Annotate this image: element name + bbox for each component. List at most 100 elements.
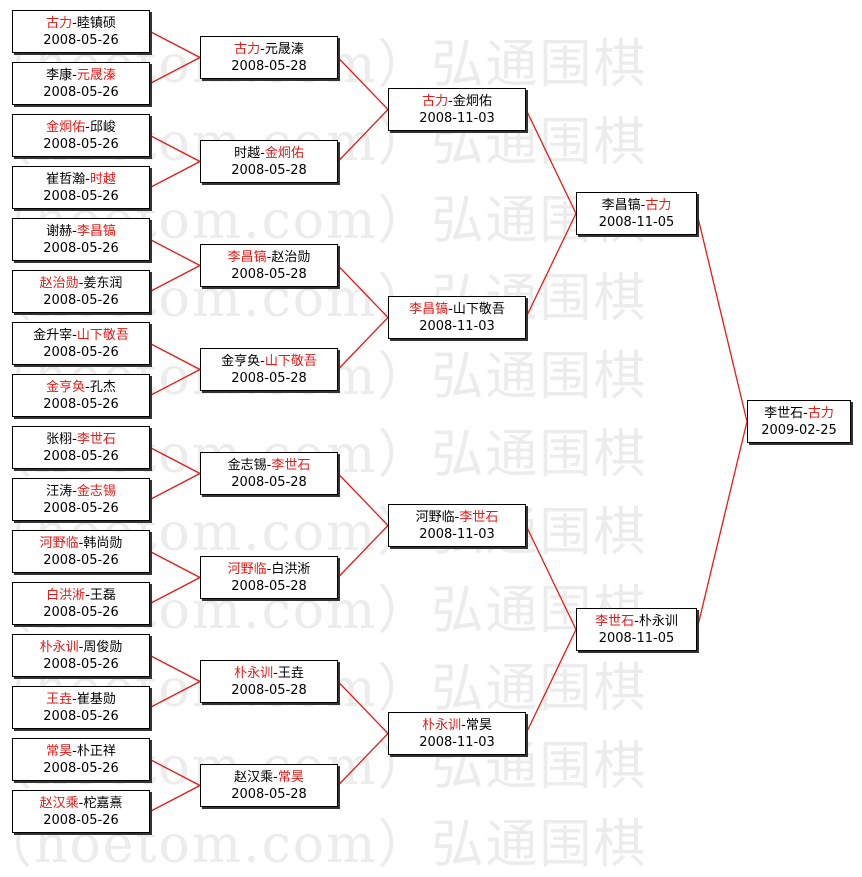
match-date: 2008-05-26 — [43, 137, 119, 152]
player-1-name: 古力 — [234, 42, 261, 57]
player-1-name: 李世石 — [595, 614, 635, 629]
match-players: 常昊-朴正祥 — [13, 743, 149, 760]
player-2-name: 姜东润 — [83, 276, 123, 291]
player-2-name: 常昊 — [277, 770, 304, 785]
versus-dash: - — [640, 198, 646, 213]
connector-line — [149, 368, 201, 397]
connector-line — [337, 57, 389, 110]
match-players: 汪涛-金志锡 — [13, 483, 149, 500]
match-players: 李昌镐-山下敬吾 — [389, 301, 525, 318]
versus-dash: - — [72, 328, 77, 343]
match-date: 2008-11-03 — [419, 319, 495, 334]
match-players: 金亨奂-孔杰 — [13, 379, 149, 396]
player-2-name: 睦镇硕 — [76, 16, 116, 31]
player-1-name: 金炯佑 — [46, 120, 86, 135]
player-2-name: 柁嘉熹 — [83, 796, 123, 811]
versus-dash: - — [260, 354, 265, 369]
player-2-name: 古力 — [807, 406, 834, 421]
match-players: 赵汉乘-柁嘉熹 — [13, 795, 149, 812]
match-players: 金升宰-山下敬吾 — [13, 327, 149, 344]
versus-dash: - — [78, 640, 84, 655]
connector-line — [525, 109, 577, 214]
versus-dash: - — [454, 510, 460, 525]
player-2-name: 金炯佑 — [264, 146, 304, 161]
versus-dash: - — [72, 224, 77, 239]
player-1-name: 李康 — [46, 68, 73, 83]
match-date: 2008-05-26 — [43, 397, 119, 412]
player-1-name: 赵汉乘 — [39, 796, 79, 811]
player-2-name: 朴正祥 — [76, 744, 116, 759]
connector-line — [149, 472, 201, 501]
connector-line — [149, 654, 201, 683]
match-players: 白洪淅-王磊 — [13, 587, 149, 604]
match-players: 河野临-韩尚勋 — [13, 535, 149, 552]
match-date: 2008-05-26 — [43, 761, 119, 776]
player-2-name: 周俊勋 — [83, 640, 123, 655]
player-2-name: 白洪淅 — [271, 562, 311, 577]
match-players: 金志锡-李世石 — [201, 457, 337, 474]
player-1-name: 李昌镐 — [601, 198, 641, 213]
match-players: 时越-金炯佑 — [201, 145, 337, 162]
versus-dash: - — [78, 276, 84, 291]
player-1-name: 朴永训 — [234, 666, 274, 681]
match-players: 崔哲瀚-时越 — [13, 171, 149, 188]
player-2-name: 李昌镐 — [76, 224, 116, 239]
player-1-name: 朴永训 — [39, 640, 79, 655]
match-players: 李康-元晟溱 — [13, 67, 149, 84]
match-date: 2008-11-03 — [419, 527, 495, 542]
versus-dash: - — [85, 120, 90, 135]
player-2-name: 元晟溱 — [76, 68, 116, 83]
connector-line — [149, 238, 201, 267]
player-1-name: 朴永训 — [422, 718, 462, 733]
versus-dash: - — [266, 250, 272, 265]
versus-dash: - — [85, 380, 90, 395]
player-2-name: 邱峻 — [89, 120, 116, 135]
connector-line — [696, 213, 748, 422]
connector-line — [337, 473, 389, 526]
player-1-name: 常昊 — [46, 744, 73, 759]
player-2-name: 崔基勋 — [76, 692, 116, 707]
versus-dash: - — [78, 536, 84, 551]
connector-line — [337, 733, 389, 786]
match-players: 古力-金炯佑 — [389, 93, 525, 110]
player-2-name: 王磊 — [89, 588, 116, 603]
match-date: 2008-11-03 — [419, 111, 495, 126]
match-date: 2008-05-26 — [43, 501, 119, 516]
match-date: 2009-02-25 — [761, 423, 837, 438]
player-2-name: 元晟溱 — [264, 42, 304, 57]
versus-dash: - — [72, 744, 77, 759]
versus-dash: - — [85, 172, 90, 187]
player-1-name: 崔哲瀚 — [46, 172, 86, 187]
player-1-name: 汪涛 — [46, 484, 73, 499]
match-players: 赵治勋-姜东润 — [13, 275, 149, 292]
player-1-name: 时越 — [234, 146, 261, 161]
connector-line — [149, 446, 201, 475]
player-1-name: 金志锡 — [227, 458, 267, 473]
connector-line — [525, 213, 577, 318]
player-2-name: 朴永训 — [638, 614, 678, 629]
match-date: 2008-05-28 — [231, 683, 307, 698]
match-players: 金炯佑-邱峻 — [13, 119, 149, 136]
player-2-name: 山下敬吾 — [76, 328, 129, 343]
player-1-name: 河野临 — [227, 562, 267, 577]
match-date: 2008-05-26 — [43, 813, 119, 828]
connector-line — [149, 134, 201, 163]
match-date: 2008-11-05 — [598, 631, 675, 646]
connector-line — [337, 265, 389, 318]
versus-dash: - — [72, 68, 77, 83]
connector-line — [337, 317, 389, 370]
player-1-name: 河野临 — [415, 510, 455, 525]
connector-line — [337, 109, 389, 162]
player-2-name: 山下敬吾 — [452, 302, 505, 317]
